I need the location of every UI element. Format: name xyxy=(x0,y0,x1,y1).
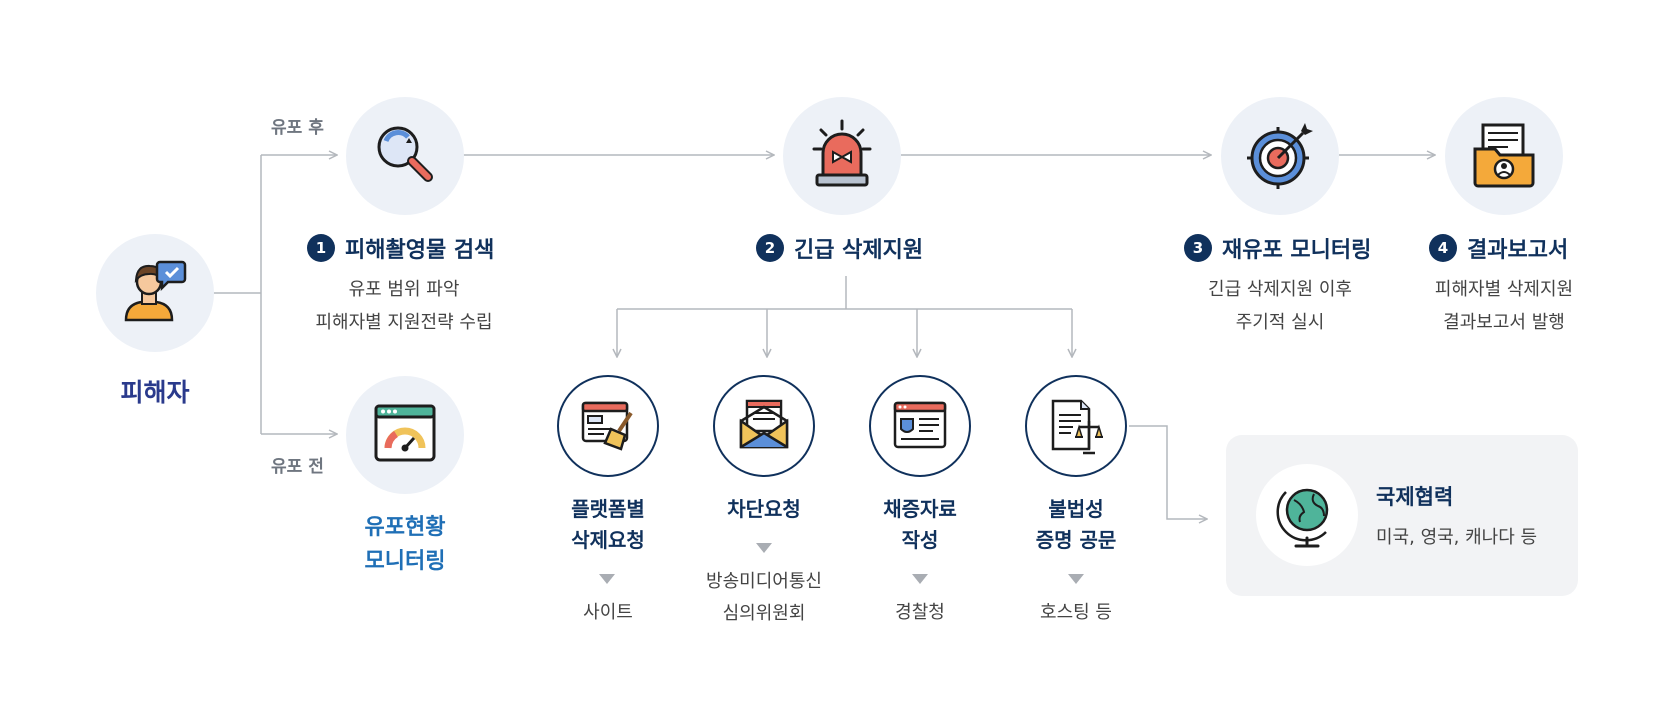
international-title: 국제협력 xyxy=(1376,485,1454,509)
step-4-circle xyxy=(1445,97,1563,215)
siren-icon xyxy=(812,119,872,187)
substep-2-target: 방송미디어통신 심의위원회 xyxy=(684,566,844,630)
step-1-title-text: 피해촬영물 검색 xyxy=(345,238,495,263)
substep-4-circle xyxy=(1025,375,1127,477)
international-box: 국제협력 미국, 영국, 캐나다 등 xyxy=(1226,435,1578,596)
substep-3-target: 경찰청 xyxy=(850,597,990,629)
globe-icon xyxy=(1276,488,1329,548)
step-2-circle xyxy=(783,97,901,215)
browser-broom-icon xyxy=(581,401,633,451)
step-3-desc-line-2: 주기적 실시 xyxy=(1235,312,1325,333)
substep-2-arrow xyxy=(756,543,772,553)
substep-3-target-line-1: 경찰청 xyxy=(895,602,945,623)
substep-2-target-line-1: 방송미디어통신 xyxy=(706,571,822,592)
substep-2-target-line-2: 심의위원회 xyxy=(722,603,806,624)
substep-1-title-line-2: 삭제요청 xyxy=(571,528,645,552)
victim-circle xyxy=(96,234,214,352)
police-document-icon xyxy=(893,401,947,449)
substep-2-title-line-1: 차단요청 xyxy=(727,497,801,521)
substep-2-circle xyxy=(713,375,815,477)
substep-4-title-line-2: 증명 공문 xyxy=(1035,528,1117,552)
substep-2-title: 차단요청 xyxy=(704,494,824,525)
substep-1-arrow xyxy=(599,574,615,584)
international-description: 미국, 영국, 캐나다 등 xyxy=(1376,527,1538,548)
step-3-title-text: 재유포 모니터링 xyxy=(1222,238,1372,263)
step-3-desc-line-1: 긴급 삭제지원 이후 xyxy=(1208,279,1352,300)
step-2-title: 2 긴급 삭제지원 xyxy=(756,232,923,264)
legal-document-icon xyxy=(1051,399,1104,455)
step-4-desc-line-2: 결과보고서 발행 xyxy=(1443,312,1565,333)
step-4-title: 4 결과보고서 xyxy=(1429,232,1568,264)
branch-label-after: 유포 후 xyxy=(271,118,324,138)
victim-person-icon xyxy=(124,260,187,322)
substep-4-title-line-1: 불법성 xyxy=(1048,497,1104,521)
step-1-circle xyxy=(346,97,464,215)
substep-1-title-line-1: 플랫폼별 xyxy=(571,497,645,521)
substep-1-circle xyxy=(557,375,659,477)
substep-3-arrow xyxy=(912,574,928,584)
substep-3-title-line-2: 작성 xyxy=(901,528,939,552)
branch-label-before: 유포 전 xyxy=(271,457,324,477)
step-4-title-text: 결과보고서 xyxy=(1467,238,1569,263)
envelope-letter-icon xyxy=(739,399,789,449)
step-4-desc-line-1: 피해자별 삭제지원 xyxy=(1434,279,1574,300)
step-1-desc-line-1: 유포 범위 파악 xyxy=(348,279,460,300)
monitoring-circle xyxy=(346,376,464,494)
target-icon xyxy=(1247,123,1313,189)
substep-4-title: 불법성 증명 공문 xyxy=(1006,494,1146,556)
substep-1-target-line-1: 사이트 xyxy=(583,602,633,623)
report-folder-icon xyxy=(1473,123,1535,188)
step-3-number: 3 xyxy=(1184,234,1212,262)
substep-4-target: 호스팅 등 xyxy=(1006,597,1146,629)
step-1-description: 유포 범위 파악 피해자별 지원전략 수립 xyxy=(284,273,524,339)
step-3-description: 긴급 삭제지원 이후 주기적 실시 xyxy=(1170,273,1390,339)
step-3-circle xyxy=(1221,97,1339,215)
step-3-title: 3 재유포 모니터링 xyxy=(1184,232,1371,264)
step-4-description: 피해자별 삭제지원 결과보고서 발행 xyxy=(1394,273,1614,339)
substep-3-circle xyxy=(869,375,971,477)
step-1-number: 1 xyxy=(307,234,335,262)
substep-3-title: 채증자료 작성 xyxy=(860,494,980,556)
substep-1-title: 플랫폼별 삭제요청 xyxy=(548,494,668,556)
step-1-desc-line-2: 피해자별 지원전략 수립 xyxy=(315,312,493,333)
magnifier-icon xyxy=(377,126,433,182)
monitoring-title-line-2: 모니터링 xyxy=(364,549,446,574)
victim-label: 피해자 xyxy=(120,378,190,407)
monitoring-title: 유포현황 모니터링 xyxy=(335,511,475,579)
step-1-title: 1 피해촬영물 검색 xyxy=(307,232,494,264)
step-2-title-text: 긴급 삭제지원 xyxy=(794,238,924,263)
substep-4-arrow xyxy=(1068,574,1084,584)
international-circle xyxy=(1256,464,1358,566)
step-4-number: 4 xyxy=(1429,234,1457,262)
monitoring-title-line-1: 유포현황 xyxy=(364,515,446,540)
substep-4-target-line-1: 호스팅 등 xyxy=(1040,602,1112,623)
dashboard-gauge-icon xyxy=(374,404,436,462)
substep-1-target: 사이트 xyxy=(538,597,678,629)
step-2-number: 2 xyxy=(756,234,784,262)
substep-3-title-line-1: 채증자료 xyxy=(883,497,957,521)
